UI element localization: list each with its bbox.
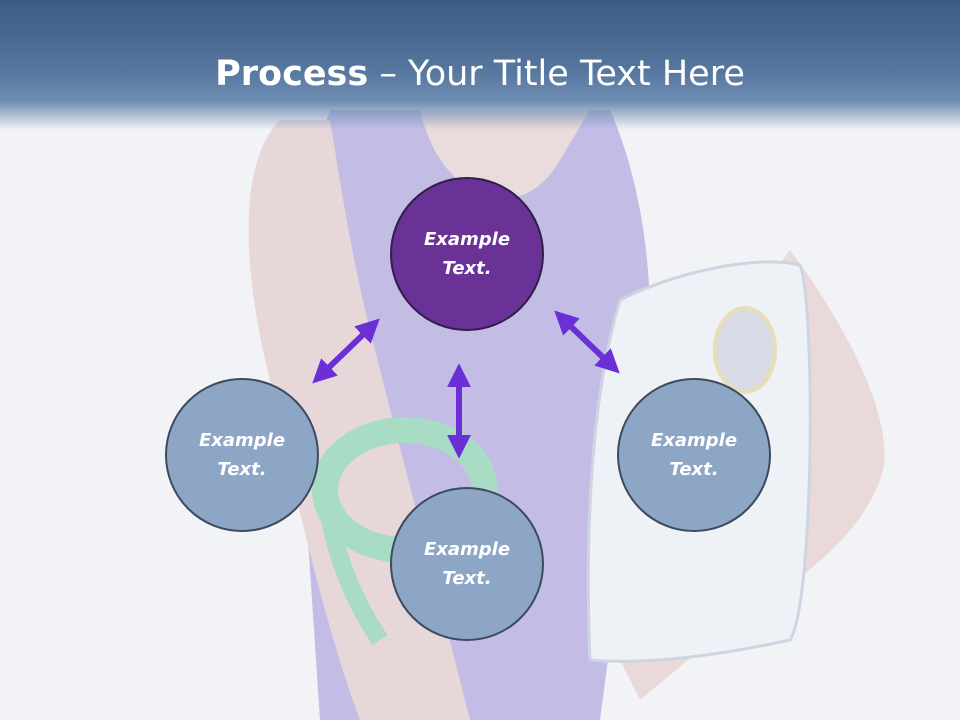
scale-dial <box>713 306 777 394</box>
node-label-line1: Example <box>198 430 286 451</box>
node-label: Example Text. <box>407 535 527 593</box>
title-bold: Process <box>215 54 369 94</box>
slide-title: Process – Your Title Text Here <box>0 52 960 96</box>
right-arm <box>620 250 885 700</box>
node-label-line2: Text. <box>442 568 492 589</box>
neck-skin <box>420 110 590 199</box>
tape-measure-end <box>321 518 388 645</box>
title-bar <box>0 0 960 130</box>
arrow-top-right <box>554 310 620 374</box>
node-label-line1: Example <box>423 539 511 560</box>
node-label: Example Text. <box>182 426 302 484</box>
node-left: Example Text. <box>165 378 319 532</box>
node-label-line2: Text. <box>217 459 267 480</box>
node-right: Example Text. <box>617 378 771 532</box>
node-label-line2: Text. <box>442 258 492 279</box>
node-label: Example Text. <box>634 426 754 484</box>
title-rest: – Your Title Text Here <box>368 54 745 94</box>
node-label-line1: Example <box>650 430 738 451</box>
node-label: Example Text. <box>407 225 527 283</box>
node-bottom: Example Text. <box>390 487 544 641</box>
arrow-top-left <box>312 318 380 384</box>
node-label-line1: Example <box>423 229 511 250</box>
node-center-top: Example Text. <box>390 177 544 331</box>
node-label-line2: Text. <box>669 459 719 480</box>
